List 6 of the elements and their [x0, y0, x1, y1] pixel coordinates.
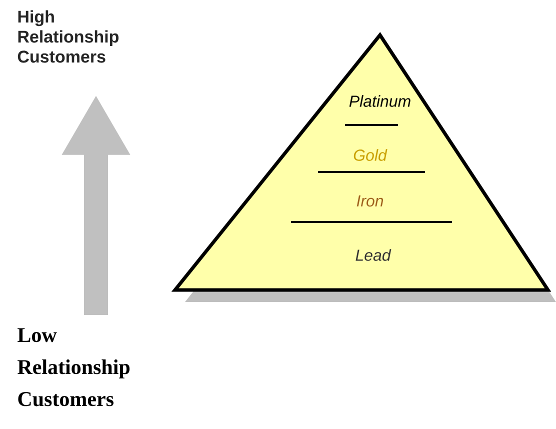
axis-label: High Relationship Customers	[18, 10, 119, 63]
axis-label: Low Relationship Customers	[18, 328, 130, 406]
tier-label: Iron	[356, 195, 384, 207]
tier-label: Gold	[354, 149, 388, 161]
tier-label: Lead	[356, 249, 392, 261]
tier-label: Platinum	[349, 95, 410, 107]
